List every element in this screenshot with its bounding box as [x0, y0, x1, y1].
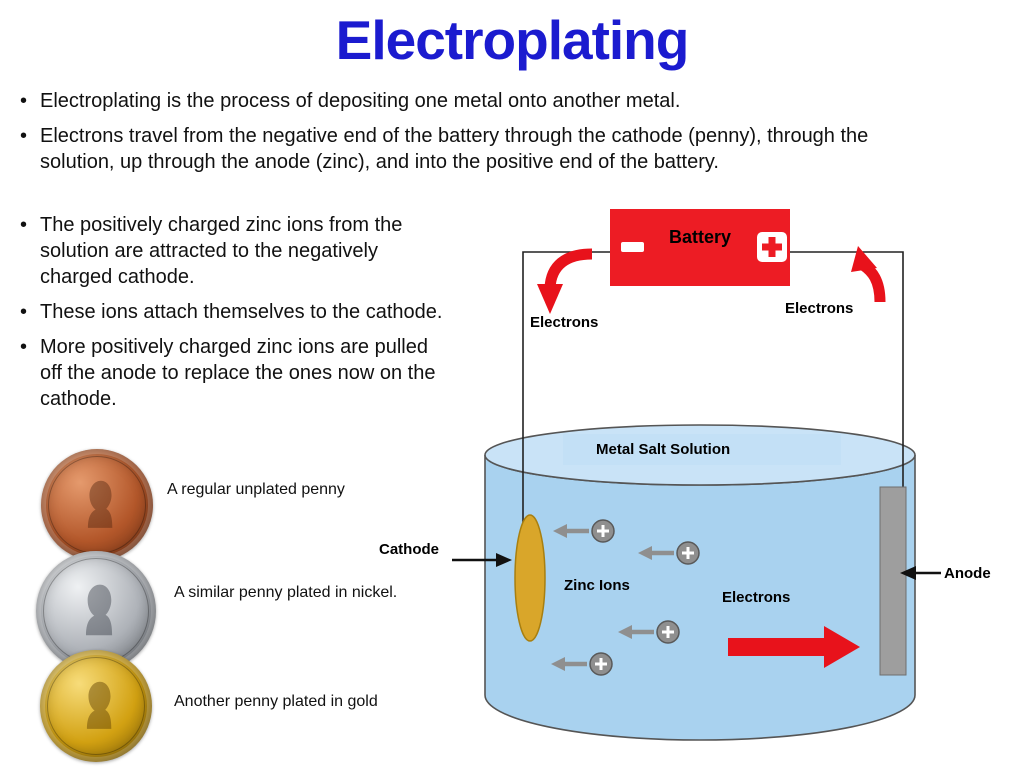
bullet-item: Electroplating is the process of deposit…: [16, 88, 946, 114]
electrons-label-left: Electrons: [530, 314, 599, 331]
gold-penny-image: [40, 650, 152, 762]
anode-zinc-strip: [879, 486, 907, 676]
anode-label: Anode: [944, 565, 991, 582]
bullet-list-left: The positively charged zinc ions from th…: [16, 212, 446, 421]
zinc-ion: [553, 519, 615, 543]
electron-flow-arrow-right: [859, 260, 886, 303]
penny-caption: A regular unplated penny: [167, 481, 345, 498]
bullet-item: More positively charged zinc ions are pu…: [16, 334, 446, 412]
electrons-label-bottom: Electrons: [722, 589, 791, 606]
metal-salt-solution-text: Metal Salt Solution: [596, 441, 731, 458]
slide-title: Electroplating: [335, 9, 690, 71]
battery-label: Battery: [668, 227, 732, 247]
electron-flow-arrowhead-right: [851, 246, 877, 272]
anode-pointer-arrowhead: [900, 566, 916, 580]
lincoln-bust-icon: [87, 480, 113, 528]
penny-caption: A similar penny plated in nickel.: [174, 584, 398, 601]
electron-flow-arrowhead-left: [537, 284, 563, 314]
penny-caption: Another penny plated in gold: [174, 693, 378, 710]
zinc-ion: [551, 652, 613, 676]
zinc-ion: [638, 541, 700, 565]
bullet-item: The positively charged zinc ions from th…: [16, 212, 446, 290]
beaker-solution: [484, 454, 916, 741]
zinc-ions-label: Zinc Ions: [564, 577, 630, 594]
electrons-label-right: Electrons: [785, 300, 854, 317]
zinc-ion: [618, 620, 680, 644]
bullet-list-top: Electroplating is the process of deposit…: [16, 88, 946, 184]
bullet-item: These ions attach themselves to the cath…: [16, 299, 446, 325]
wire-left: [522, 251, 610, 540]
electrons-direction-arrowhead: [824, 626, 860, 668]
electrons-direction-arrow: [728, 638, 824, 656]
electron-flow-arrow-left: [544, 248, 593, 289]
bullet-item: Electrons travel from the negative end o…: [16, 123, 946, 175]
cathode-pointer-arrowhead: [496, 553, 512, 567]
lincoln-bust-icon: [86, 681, 112, 729]
copper-penny-image: [41, 449, 153, 561]
cathode-label: Cathode: [379, 541, 439, 558]
lincoln-bust-icon: [86, 584, 113, 636]
cathode-penny: [514, 514, 546, 642]
metal-salt-solution-label: Metal Salt Solution: [563, 434, 841, 465]
